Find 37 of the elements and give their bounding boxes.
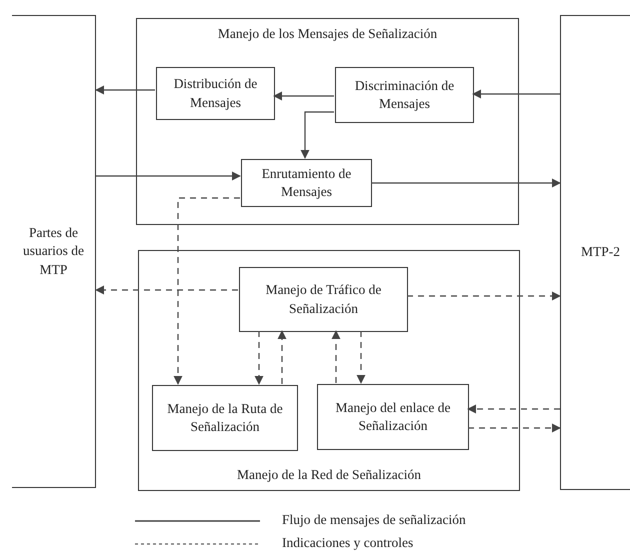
node-label: MTP-2 — [580, 243, 620, 262]
process-box — [335, 67, 474, 123]
node-label: Distribución de Mensajes — [172, 75, 258, 112]
node-label: Manejo del enlace de Señalización — [334, 398, 452, 435]
process-box — [152, 385, 298, 451]
group-box — [138, 250, 520, 491]
bracket-box — [560, 15, 630, 490]
node-label: Discriminación de Mensajes — [354, 76, 456, 113]
arrow — [95, 86, 155, 94]
node-label: Manejo de los Mensajes de Señalización — [218, 25, 438, 43]
legend-text: Flujo de mensajes de señalización — [282, 512, 466, 528]
process-box — [241, 159, 372, 207]
dashed-arrow — [95, 286, 238, 294]
dashed-arrow — [174, 197, 240, 385]
process-box — [317, 384, 469, 450]
dashed-arrow — [278, 330, 286, 384]
arrow — [96, 172, 241, 180]
arrow — [300, 111, 334, 159]
dashed-arrow — [407, 292, 561, 300]
node-label: Manejo de Tráfico de Señalización — [264, 281, 382, 318]
arrow — [371, 178, 561, 188]
bracket-box — [12, 15, 96, 488]
dashed-arrow — [468, 424, 561, 432]
legend-text: Indicaciones y controles — [282, 535, 414, 551]
dashed-arrow — [467, 404, 560, 414]
dashed-arrow — [356, 331, 366, 384]
node-label: Partes de usuarios de MTP — [22, 224, 86, 279]
node-label: Enrutamiento de Mensajes — [260, 164, 352, 201]
process-box — [156, 67, 275, 120]
dashed-arrow — [254, 331, 264, 385]
dashed-arrow — [332, 330, 340, 383]
arrow — [472, 90, 560, 98]
arrow — [273, 92, 334, 100]
group-box — [136, 18, 519, 225]
node-label: Manejo de la Red de Señalización — [236, 466, 422, 484]
node-label: Manejo de la Ruta de Señalización — [166, 400, 284, 436]
process-box — [239, 267, 408, 332]
